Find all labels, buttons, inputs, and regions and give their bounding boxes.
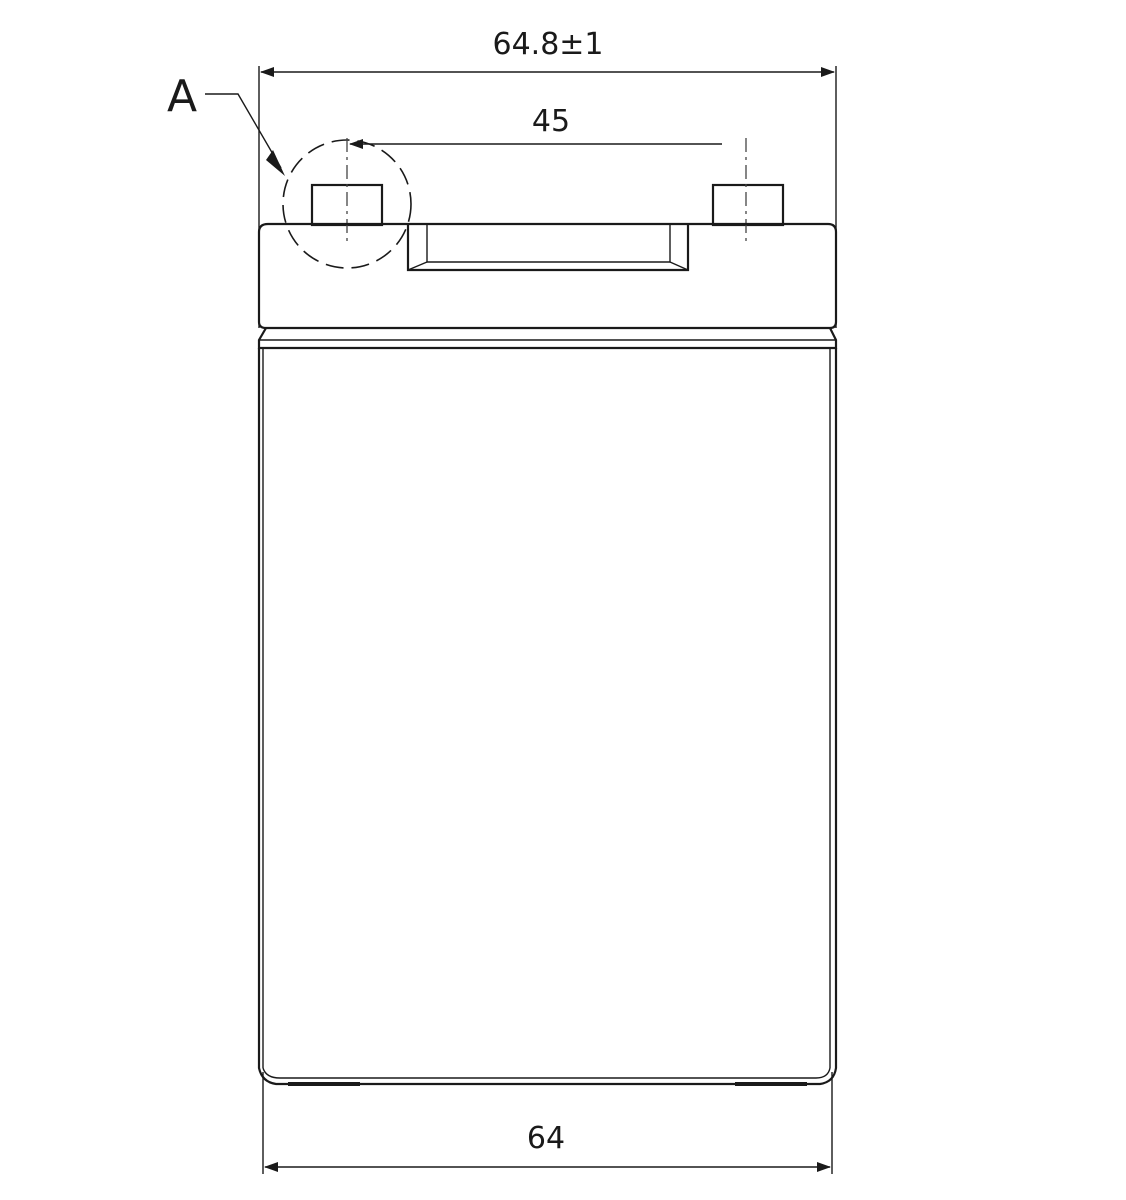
joint-step xyxy=(257,327,838,350)
lid-handle-recess-outer xyxy=(406,224,690,272)
dimension-text-bottom-width: 64 xyxy=(527,1121,565,1156)
terminal-right-post xyxy=(711,183,785,227)
dimension-top-overall: 64.8±1 xyxy=(258,27,837,328)
lid-handle-recess-inner xyxy=(426,224,671,263)
foot-left xyxy=(288,1082,360,1086)
battery-lid xyxy=(257,222,838,330)
terminal-right xyxy=(711,138,785,244)
callout-leader-line xyxy=(205,93,282,169)
battery-body xyxy=(257,348,838,1086)
body-bottom-inner xyxy=(262,1067,831,1079)
lid-body-joint xyxy=(257,327,838,350)
dimension-bottom-width: 64 xyxy=(262,1072,833,1174)
detail-callout-a: A xyxy=(167,71,412,269)
dimension-terminal-spacing: 45 xyxy=(349,104,722,149)
callout-label-a: A xyxy=(167,71,197,122)
dimension-text-terminal-spacing: 45 xyxy=(532,104,570,139)
lid-outline xyxy=(257,222,838,330)
callout-arrow-head xyxy=(266,150,285,176)
body-outline xyxy=(257,348,838,1086)
lid-handle-bevel-right xyxy=(669,261,689,271)
terminal-left xyxy=(310,138,384,244)
dimension-text-top-overall: 64.8±1 xyxy=(492,27,603,62)
lid-handle-bevel-left xyxy=(407,261,428,271)
foot-right xyxy=(735,1082,807,1086)
